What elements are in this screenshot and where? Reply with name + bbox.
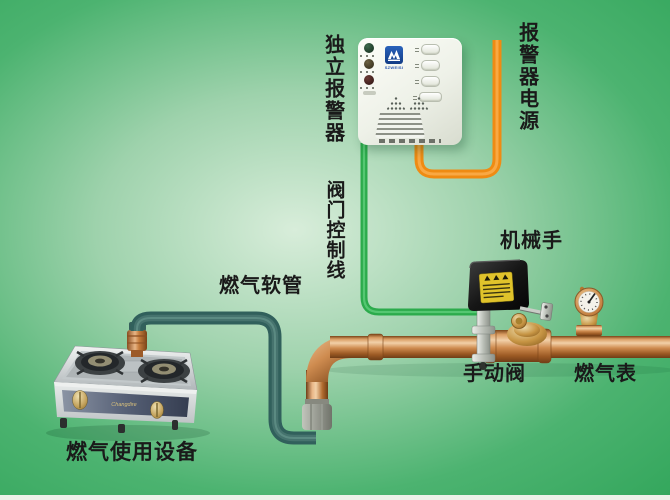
function-button [413, 92, 442, 102]
lever-linkage [519, 302, 554, 321]
speaker-holes [386, 96, 406, 110]
gas-meter-gauge [574, 286, 604, 336]
mute-button [415, 60, 440, 71]
stove-brand-text: Changdire [111, 402, 136, 408]
bottom-vents [379, 139, 441, 143]
test-button [415, 44, 440, 55]
alarm-led [360, 75, 378, 89]
manipulator-box [468, 259, 529, 311]
stove-shadow [46, 425, 210, 441]
label-gas-hose: 燃气软管 [219, 275, 303, 297]
bottom-strip [0, 495, 670, 500]
brand-logo-icon [385, 46, 403, 64]
manipulator-bracket [471, 299, 496, 370]
hose-pipe-nut [302, 399, 332, 430]
reset-button [415, 76, 440, 87]
label-manual-valve: 手动阀 [463, 363, 526, 385]
control-wire [360, 143, 481, 316]
alarm-device: SZWEISI [358, 38, 462, 145]
label-valve-control-line: 阀门控制线 [323, 180, 345, 280]
alarm-brand-text: SZWEISI [384, 65, 404, 70]
gas-stove: Changdire [53, 345, 198, 433]
label-gas-appliance: 燃气使用设备 [66, 441, 198, 464]
power-wire [414, 40, 502, 179]
label-alarm-power: 报警器电源 [515, 22, 538, 132]
fault-led [360, 59, 378, 73]
label-independent-alarm: 独立报警器 [321, 34, 344, 144]
led-tag [363, 91, 376, 95]
buzzer-grille [375, 113, 425, 138]
gas-hose [130, 311, 316, 445]
pipe-shadow [325, 363, 670, 377]
label-manipulator: 机械手 [500, 230, 563, 252]
label-gas-meter: 燃气表 [574, 363, 637, 385]
warning-label [478, 271, 515, 304]
power-led [360, 43, 378, 57]
